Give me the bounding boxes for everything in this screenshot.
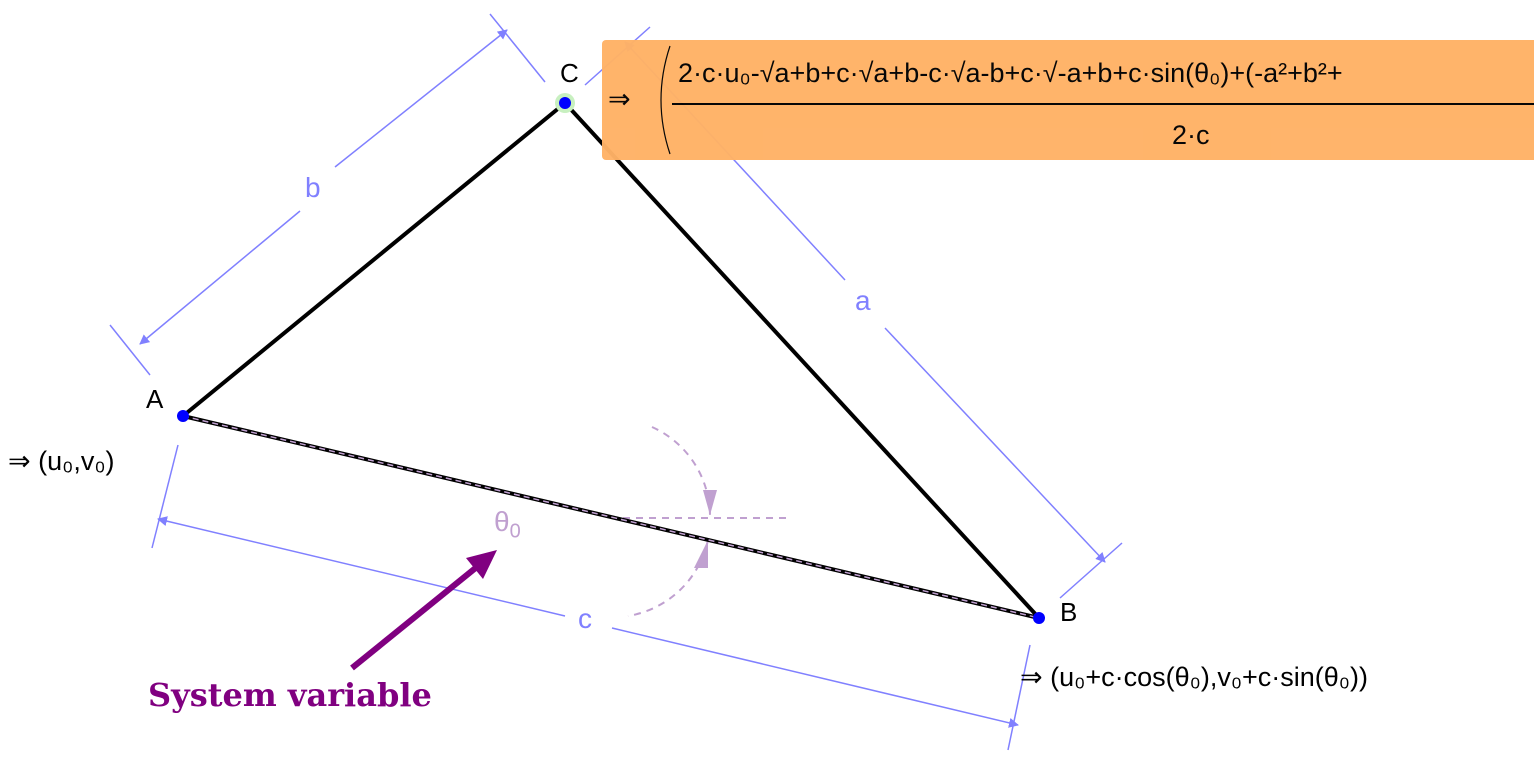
annotation-arrow	[350, 563, 480, 671]
dimension-label-b: b	[305, 172, 321, 203]
fraction-bar	[672, 103, 1534, 105]
theta-symbol: θ	[494, 506, 510, 537]
label-b: B	[1060, 597, 1078, 627]
formula-numerator: 2·c·u₀-√a+b+c·√a+b-c·√a-b+c·√-a+b+c·sin(…	[678, 58, 1343, 88]
left-paren	[660, 45, 671, 155]
angle-arrow-icon	[703, 490, 717, 515]
implies-symbol: ⇒	[608, 84, 631, 114]
point-b-formula: ⇒ (u₀+c·cos(θ₀),v₀+c·sin(θ₀))	[1020, 662, 1368, 692]
dimension-label-c: c	[578, 603, 592, 634]
system-variable-annotation: System variable	[148, 676, 432, 714]
label-a: A	[146, 384, 164, 414]
dimension-c	[151, 444, 1031, 751]
arrow-head-icon	[466, 550, 497, 579]
dimension-label-a: a	[855, 285, 871, 316]
angle-label: θ0	[494, 506, 521, 544]
point-a[interactable]	[177, 410, 189, 422]
label-c: C	[560, 58, 579, 88]
theta-subscript: 0	[509, 520, 521, 543]
side-c-overlay	[182, 415, 1040, 619]
point-c-formula: ⇒ 2·c·u₀-√a+b+c·√a+b-c·√a-b+c·√-a+b+c·si…	[602, 40, 1534, 160]
angle-arrow-icon	[694, 540, 708, 568]
point-a-formula: ⇒ (u₀,v₀)	[8, 446, 115, 476]
point-c[interactable]	[559, 97, 571, 109]
point-b[interactable]	[1033, 612, 1045, 624]
dimension-b	[109, 13, 546, 376]
formula-denominator: 2·c	[1172, 120, 1210, 150]
